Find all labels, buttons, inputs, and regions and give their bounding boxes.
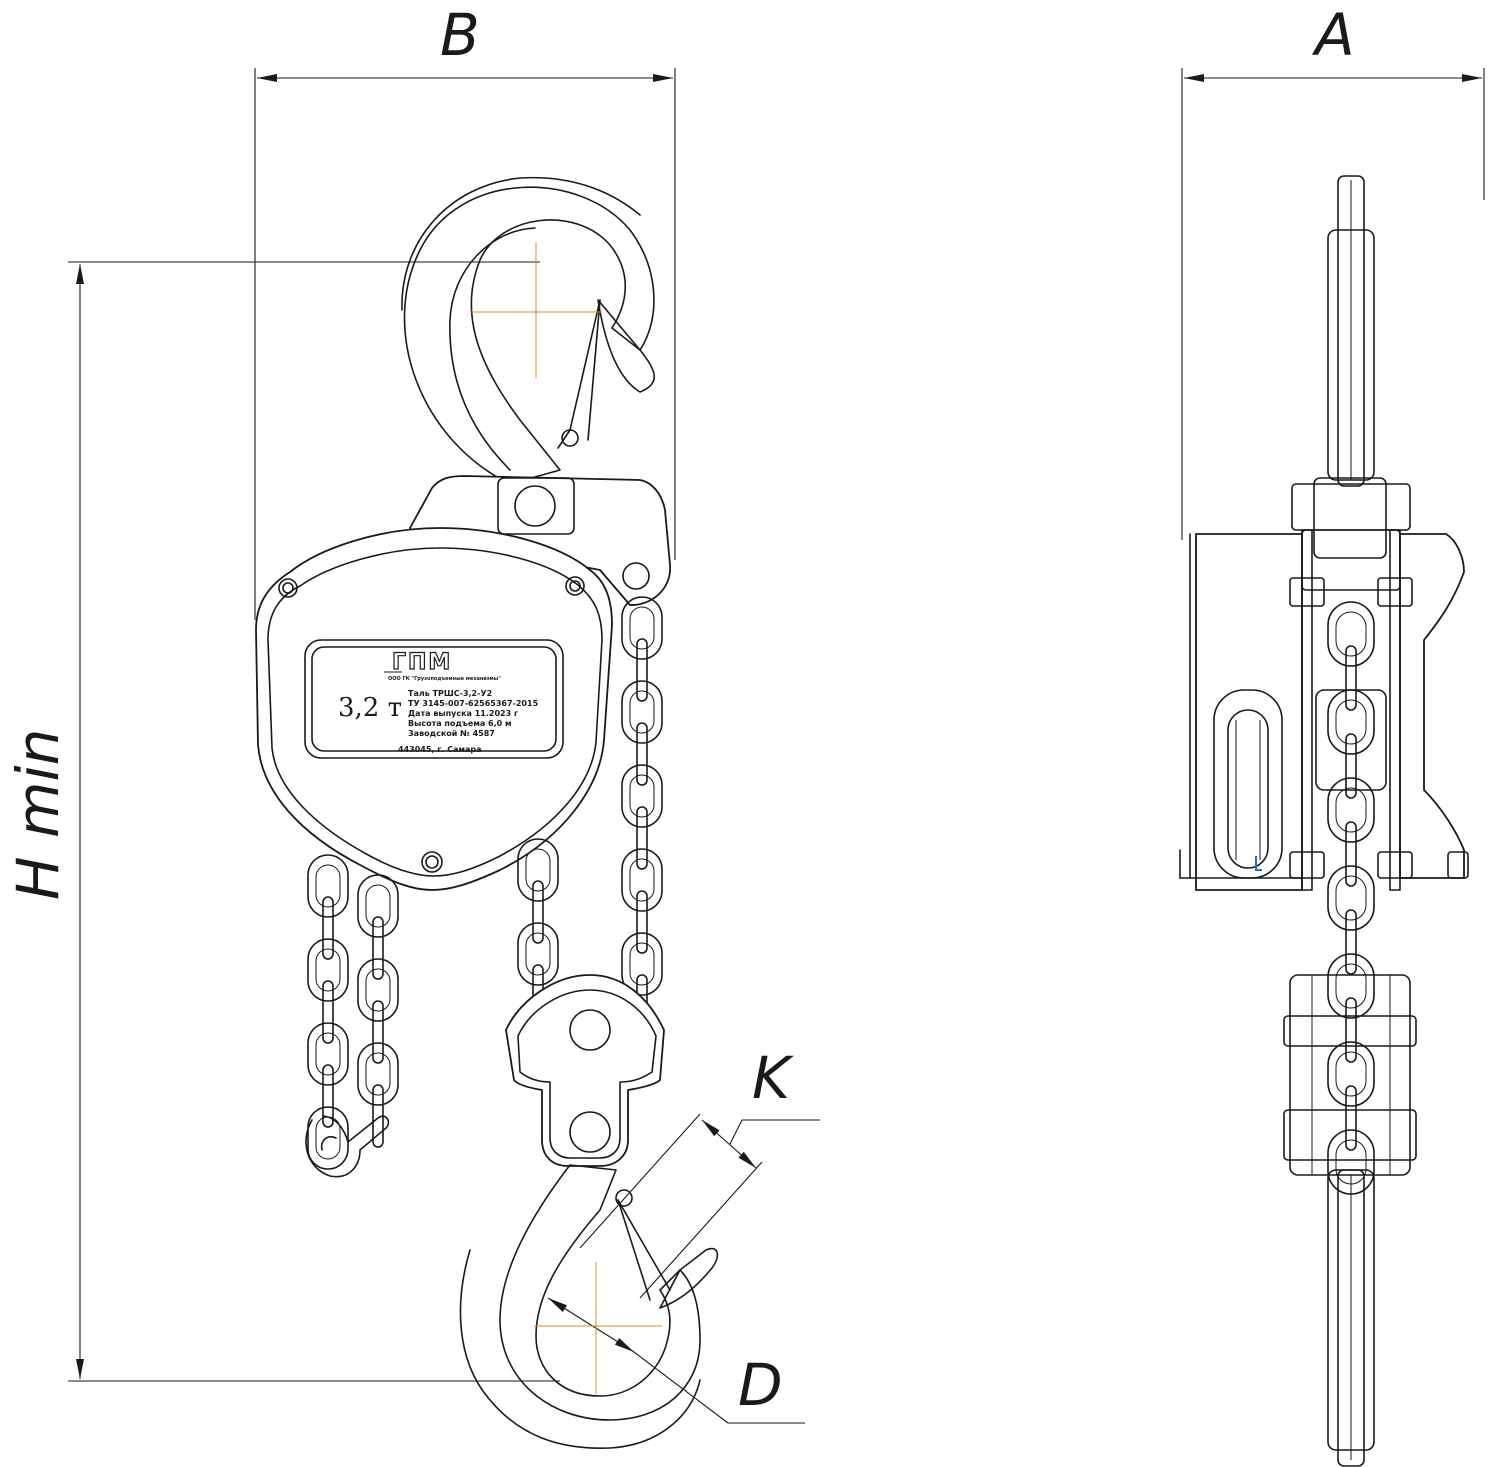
side-chain-link-0-inner [1335, 611, 1367, 657]
chain-link-0-2 [307, 938, 349, 1002]
front-chains [307, 596, 663, 1170]
nameplate: ГПМ ООО ГК "Грузоподъемные механизмы" 3,… [304, 639, 564, 759]
dimension-a: A [1181, 1, 1485, 540]
side-chain-link-6 [1327, 865, 1375, 931]
side-chain-link-8-inner [1335, 963, 1367, 1009]
nameplate-company: ООО ГК "Грузоподъемные механизмы" [388, 676, 501, 682]
chain-link-3-8-inner [629, 942, 655, 986]
chain-link-1-3 [372, 1000, 384, 1064]
side-chain-link-5 [1345, 821, 1357, 887]
chain-link-2-0-inner [525, 848, 551, 892]
chain-link-3-6-inner [629, 858, 655, 902]
bottom-hook [459, 1164, 719, 1449]
dimension-d-label: D [738, 1351, 783, 1419]
side-chain-link-3 [1345, 733, 1357, 799]
chain-link-2-1 [532, 880, 544, 944]
top-hook [401, 176, 656, 485]
side-plates [1289, 529, 1413, 891]
dimension-d: D [547, 1297, 805, 1424]
dimension-h-min: H min [4, 261, 560, 1382]
chain-link-3-5 [636, 806, 648, 870]
nameplate-line-2: ТУ 3145-007-62565367-2015 [408, 699, 539, 708]
side-chain-link-10 [1327, 1041, 1375, 1107]
chain-link-0-4 [307, 1022, 349, 1086]
chain-link-3-0 [621, 596, 663, 660]
side-chain-link-6-inner [1335, 875, 1367, 921]
side-chain-link-0 [1327, 601, 1375, 667]
chain-link-3-7 [636, 890, 648, 954]
marker-tick [1255, 856, 1262, 871]
side-view [1179, 175, 1469, 1467]
chain-link-1-1 [372, 916, 384, 980]
chain-link-3-4 [621, 764, 663, 828]
chain-link-0-0 [307, 854, 349, 918]
chain-link-3-2-inner [629, 690, 655, 734]
side-chain-link-11 [1345, 1085, 1357, 1151]
nameplate-logo: ГПМ [392, 650, 452, 675]
nameplate-address: 443045, г. Самара [398, 745, 482, 754]
chain-link-3-3 [636, 722, 648, 786]
dimension-h-min-label: H min [4, 729, 72, 900]
side-housing [1179, 533, 1469, 891]
chain-link-0-6 [307, 1106, 349, 1170]
chain-link-0-1 [322, 896, 334, 960]
side-chain-link-2 [1327, 689, 1375, 755]
chain-link-1-0-inner [365, 884, 391, 928]
chain-link-2-2-inner [525, 932, 551, 976]
side-chain-link-7 [1345, 909, 1357, 975]
chain-link-0-3 [322, 980, 334, 1044]
chain-link-3-2 [621, 680, 663, 744]
side-chain [1327, 601, 1375, 1195]
side-lower-block [1283, 974, 1417, 1176]
side-chain-link-9 [1345, 997, 1357, 1063]
chain-link-0-4-inner [315, 1032, 341, 1076]
chain-link-0-5 [322, 1064, 334, 1128]
dimension-b: B [254, 1, 676, 620]
chain-link-1-4 [357, 1042, 399, 1106]
dimension-k-label: K [752, 1044, 794, 1112]
chain-link-1-0 [357, 874, 399, 938]
chain-link-3-1 [636, 638, 648, 702]
side-chain-link-4 [1327, 777, 1375, 843]
chain-link-3-4-inner [629, 774, 655, 818]
chain-link-1-4-inner [365, 1052, 391, 1096]
chain-link-2-0 [517, 838, 559, 902]
side-chain-link-8 [1327, 953, 1375, 1019]
chain-link-3-8 [621, 932, 663, 996]
chain-link-1-2 [357, 958, 399, 1022]
nameplate-line-4: Высота подъема 6,0 м [408, 719, 512, 728]
side-chain-link-2-inner [1335, 699, 1367, 745]
nameplate-line-1: Таль ТРШС-3,2-У2 [408, 689, 492, 698]
side-bottom-hook [1327, 1169, 1375, 1467]
side-chain-link-1 [1345, 645, 1357, 711]
side-chain-link-4-inner [1335, 787, 1367, 833]
chain-end-loop [305, 1115, 390, 1178]
dimension-a-label: A [1311, 1, 1355, 69]
nameplate-capacity: 3,2 т [338, 693, 402, 723]
chain-link-0-0-inner [315, 864, 341, 908]
suspension-block [409, 475, 671, 606]
chain-link-0-2-inner [315, 948, 341, 992]
hoist-body [255, 527, 613, 891]
side-top-hook [1327, 175, 1375, 487]
nameplate-line-3: Дата выпуска 11.2023 г [408, 709, 518, 718]
side-upper-frame [1291, 477, 1411, 591]
chain-link-1-2-inner [365, 968, 391, 1012]
chain-link-3-6 [621, 848, 663, 912]
lower-block [505, 974, 665, 1167]
chain-link-2-2 [517, 922, 559, 986]
dimension-k: K [579, 1044, 820, 1299]
chain-link-3-0-inner [629, 606, 655, 650]
dimension-b-label: B [440, 1, 480, 69]
nameplate-line-5: Заводской № 4587 [408, 729, 495, 738]
side-chain-link-10-inner [1335, 1051, 1367, 1097]
front-view: ГПМ ООО ГК "Грузоподъемные механизмы" 3,… [255, 176, 719, 1449]
